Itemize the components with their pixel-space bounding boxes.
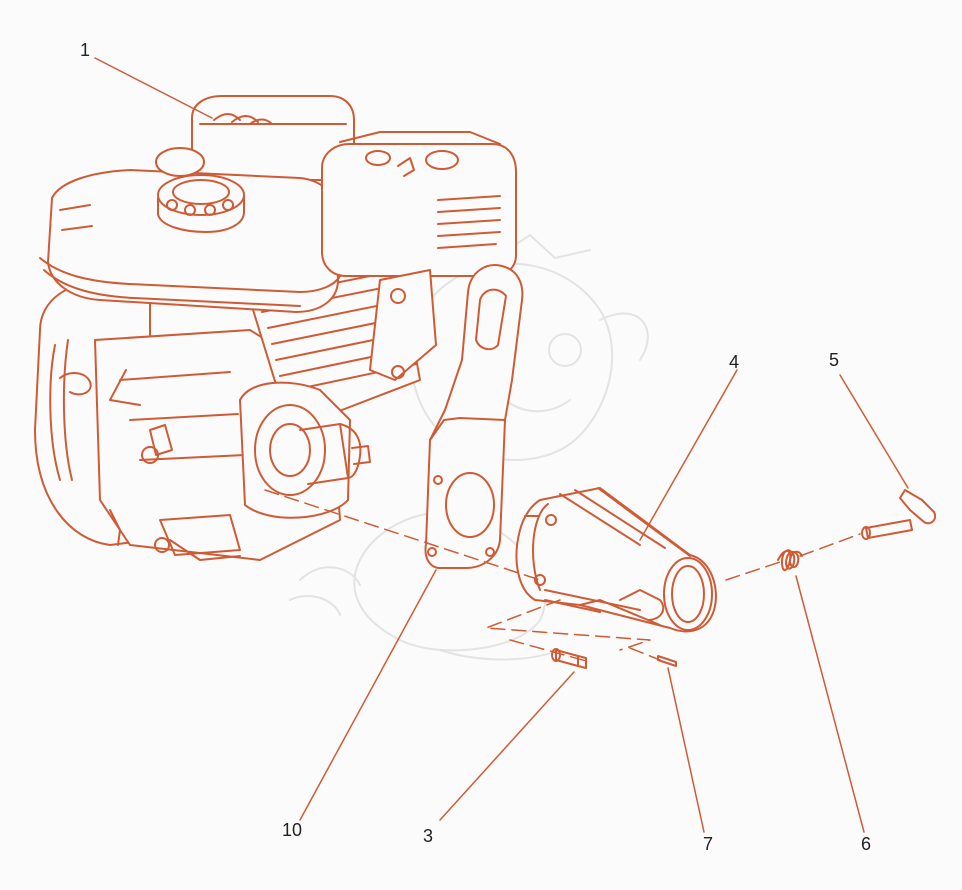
assembly-dashed-lines [264, 489, 861, 663]
callout-label-10: 10 [282, 820, 302, 840]
callout-label-7: 7 [703, 834, 713, 854]
bolt-icon[interactable] [551, 648, 587, 669]
pump-housing-icon[interactable] [515, 487, 717, 633]
roll-pin-icon[interactable] [657, 655, 677, 667]
callout-label-4: 4 [729, 352, 739, 372]
leader-lines [94, 57, 909, 833]
callout-label-5: 5 [829, 350, 839, 370]
engine-icon[interactable] [34, 95, 517, 561]
mounting-plate-icon[interactable] [424, 264, 524, 569]
callout-label-6: 6 [861, 834, 871, 854]
callout-label-3: 3 [423, 826, 433, 846]
pin-handle-icon[interactable] [861, 489, 936, 540]
callout-label-1: 1 [80, 40, 90, 60]
spring-icon[interactable] [777, 549, 803, 571]
callout-labels: 1 3 4 5 6 7 10 [80, 40, 871, 854]
